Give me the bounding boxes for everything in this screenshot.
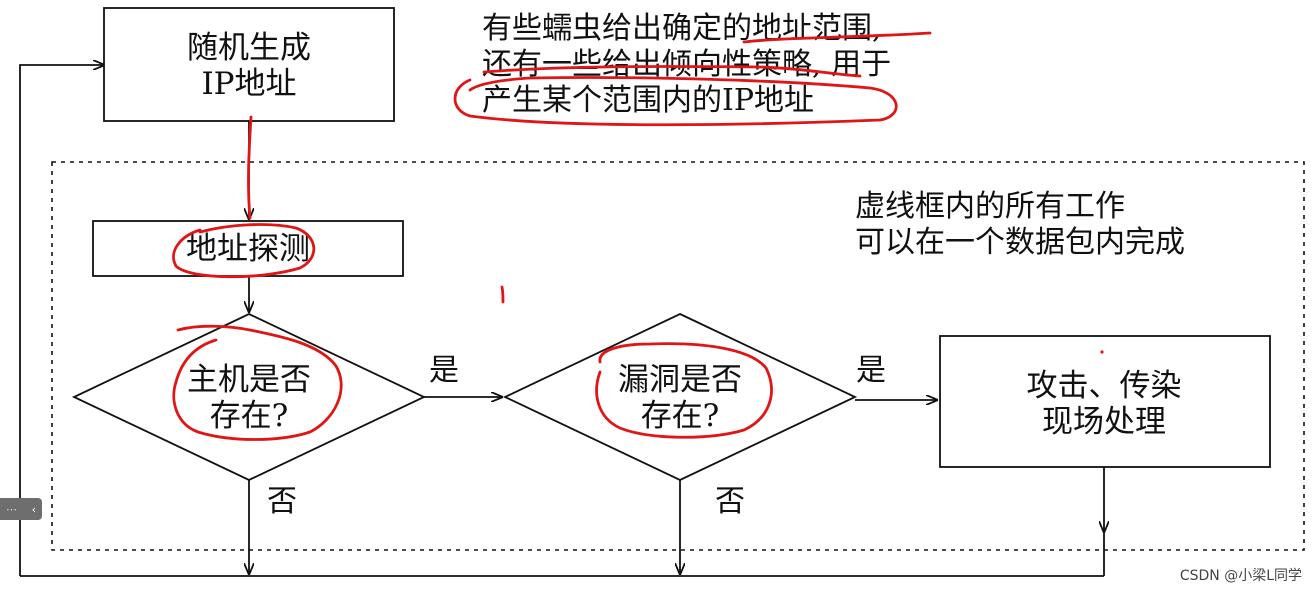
random-ip-box [103,7,395,122]
attack-box [939,335,1271,468]
red-annotations [172,31,1104,441]
red-circle-host [172,324,343,441]
vuln-no-label: 否 [715,484,745,519]
address-probe-box [92,220,404,277]
red-circle-ip-range [453,76,898,127]
address-probe-label: 地址探测 [186,231,310,267]
red-circle-vuln [595,342,773,439]
host-no-label: 否 [267,484,297,519]
vuln-exists-line1: 漏洞是否 [618,362,742,398]
host-exists-line1: 主机是否 [187,362,311,398]
tab-dots-icon: ⋯ [6,502,18,516]
random-ip-line2: IP地址 [201,66,296,102]
host-exists-line2: 存在? [210,398,289,434]
note-top-line1: 有些蠕虫给出确定的地址范围, [482,11,882,46]
note-top-line3: 产生某个范围内的IP地址 [482,83,814,118]
red-tick-mark [500,285,505,304]
side-collapse-tab[interactable]: ⋯ ‹ [0,498,42,520]
random-ip-line1: 随机生成 [187,30,311,66]
attack-line2: 现场处理 [1042,404,1166,440]
red-dot [1100,350,1104,354]
vuln-yes-label: 是 [856,353,886,388]
vuln-exists-line2: 存在? [641,398,720,434]
host-yes-label: 是 [429,353,459,388]
red-underline-strategy [482,65,862,78]
chevron-left-icon: ‹ [31,502,36,516]
red-circle-probe [172,223,316,279]
note-top-line2: 还有一些给出倾向性策略, 用于 [482,47,891,82]
note-dashed-line2: 可以在一个数据包内完成 [855,225,1185,260]
red-underline-range [742,31,932,44]
attack-line1: 攻击、传染 [1027,368,1182,404]
note-dashed-line1: 虚线框内的所有工作 [855,189,1125,224]
watermark: CSDN @小梁L同学 [1180,568,1302,584]
loop-back-edge [19,65,104,576]
red-stroke-probe-line [247,115,253,220]
